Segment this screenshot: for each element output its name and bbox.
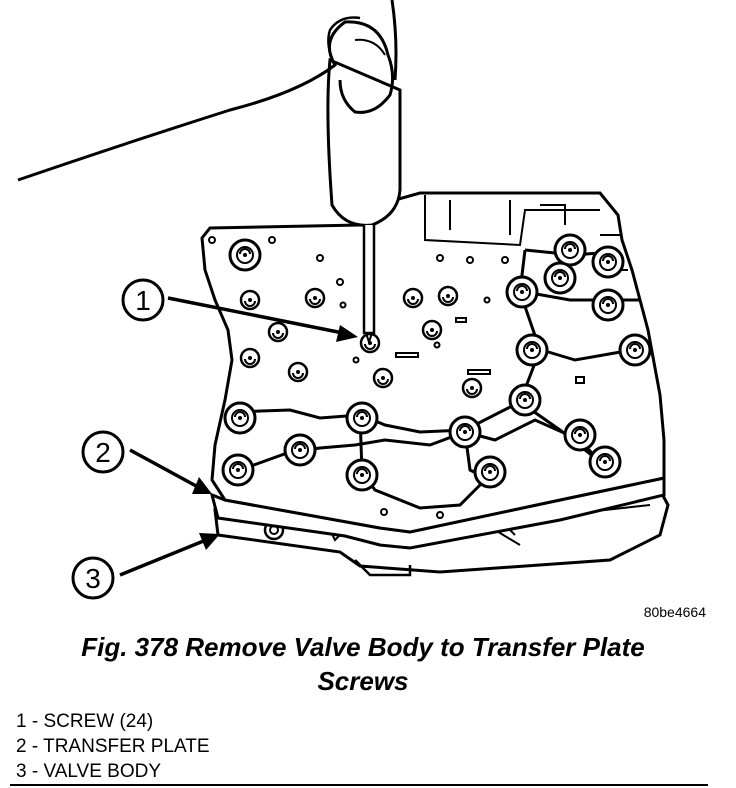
valve-body-illustration: 1 2 3 (17, 0, 670, 600)
caption-line-1: Fig. 378 Remove Valve Body to Transfer P… (81, 632, 645, 662)
callout-3-arrow (119, 538, 207, 577)
callout-2-number: 2 (95, 437, 111, 468)
figure-caption: Fig. 378 Remove Valve Body to Transfer P… (20, 630, 706, 698)
legend-item: 1 - SCREW (24) (16, 711, 154, 732)
callout-1-arrow (167, 296, 344, 335)
figure-id: 80be4664 (643, 604, 706, 620)
hand-icon (17, 0, 398, 182)
legend-item: 3 - VALVE BODY (16, 761, 162, 782)
bottom-divider (10, 784, 708, 786)
callout-2-arrow (129, 448, 199, 489)
legend-list: 1 - SCREW (24) 2 - TRANSFER PLATE 3 - VA… (16, 709, 210, 784)
callout-2-circle (81, 430, 125, 474)
legend-item: 2 - TRANSFER PLATE (16, 736, 210, 757)
callout-3-circle (71, 556, 115, 600)
caption-line-2: Screws (317, 666, 409, 696)
callout-1-number: 1 (135, 285, 151, 316)
callout-1-circle (121, 278, 165, 322)
callout-3-number: 3 (85, 563, 101, 594)
